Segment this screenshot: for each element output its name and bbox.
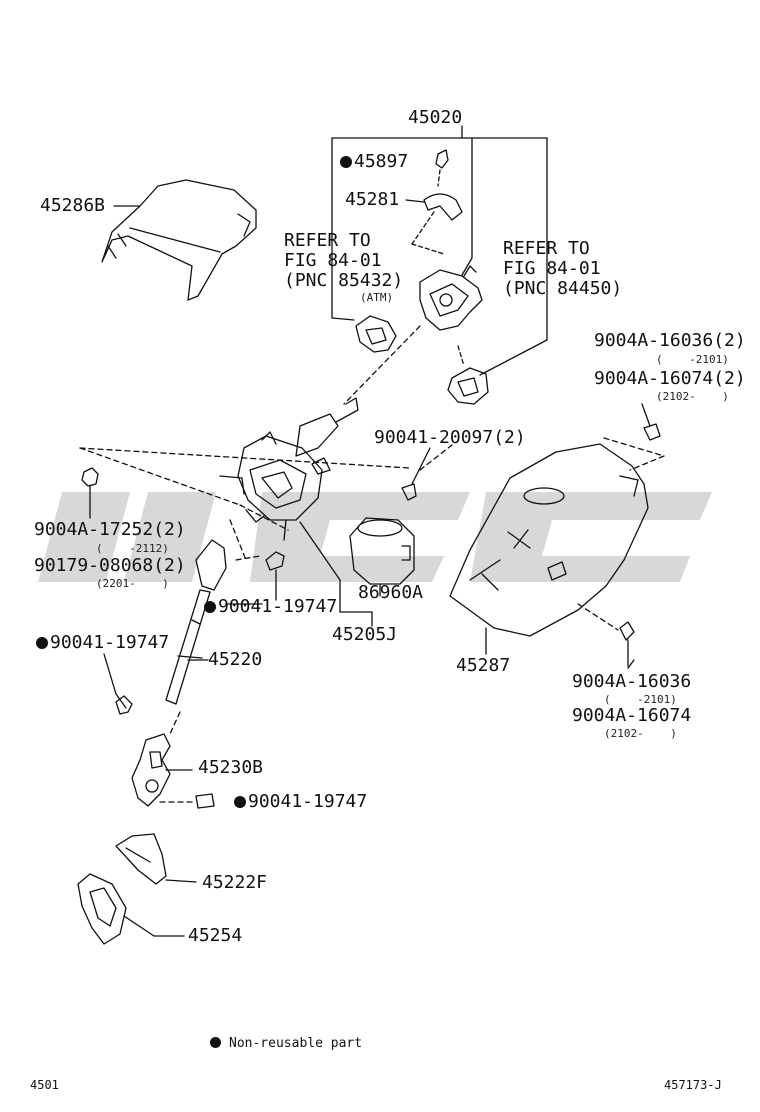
- label-45897-text: 45897: [354, 151, 409, 172]
- refer1-line1: REFER TO: [284, 230, 371, 251]
- label-9004a-17252: 9004A-17252(2): [34, 519, 186, 540]
- part-45220-intermediate-shaft: [165, 539, 227, 705]
- footer-page-number: 4501: [30, 1078, 59, 1092]
- label-45287: 45287: [456, 655, 511, 676]
- part-45897-screw: [435, 149, 449, 187]
- footer-figure-number: 457173-J: [664, 1078, 722, 1092]
- label-90179-08068: 90179-08068(2): [34, 555, 186, 576]
- label-9004a-16036: 9004A-16036: [572, 671, 692, 692]
- part-9004a-16036-screw-lower: [619, 621, 635, 667]
- label-90041-19747-b-text: 90041-19747: [50, 632, 170, 653]
- label-45205j: 45205J: [332, 624, 398, 645]
- legend-text: Non-reusable part: [229, 1036, 363, 1051]
- label-9004a-16074-2: 9004A-16074(2): [594, 368, 746, 389]
- refer2-line2: FIG 84-01: [503, 258, 601, 279]
- watermark-logo: [38, 492, 712, 582]
- non-reusable-dot-icon: [340, 156, 352, 168]
- refer2-line1: REFER TO: [503, 238, 590, 259]
- range-9004a-16036: ( -2101): [604, 693, 677, 706]
- non-reusable-dot-icon: [204, 601, 216, 613]
- part-45254-seal: [77, 873, 185, 945]
- label-45897: 45897: [340, 152, 408, 172]
- non-reusable-dot-icon: [210, 1037, 221, 1048]
- range-9004a-17252: ( -2112): [96, 542, 169, 555]
- label-90041-19747-a-text: 90041-19747: [218, 596, 338, 617]
- part-45230b-universal-joint: [131, 733, 193, 807]
- label-45230b: 45230B: [198, 757, 264, 778]
- part-45205j-column-assembly: [219, 397, 359, 541]
- range-9004a-16074-2: (2102- ): [656, 390, 729, 403]
- non-reusable-dot-icon: [234, 796, 246, 808]
- part-90041-19747-bolt-left: [103, 653, 133, 715]
- legend: Non-reusable part: [210, 1036, 362, 1051]
- part-9004a-16036-screw-upper: [643, 423, 661, 441]
- part-86960a-transponder: [349, 517, 415, 597]
- range-9004a-16036-2: ( -2101): [656, 353, 729, 366]
- label-9004a-16074: 9004A-16074: [572, 705, 692, 726]
- assembly-axis-line: [79, 325, 665, 803]
- part-90041-20097-bolt: [401, 447, 431, 501]
- range-9004a-16074: (2102- ): [604, 727, 677, 740]
- label-45281: 45281: [345, 189, 400, 210]
- part-84450-switch: [447, 345, 489, 405]
- label-45220: 45220: [208, 649, 263, 670]
- non-reusable-dot-icon: [36, 637, 48, 649]
- label-90041-19747-b: 90041-19747: [36, 633, 169, 653]
- label-90041-19747-c-text: 90041-19747: [248, 791, 368, 812]
- label-90041-19747-a: 90041-19747: [204, 597, 337, 617]
- label-45020: 45020: [408, 107, 463, 128]
- refer2-line3: (PNC 84450): [503, 278, 623, 299]
- label-90041-20097: 90041-20097(2): [374, 427, 526, 448]
- leader-lines: [177, 403, 651, 669]
- refer1-line2: FIG 84-01: [284, 250, 382, 271]
- label-45286b: 45286B: [40, 195, 106, 216]
- part-45287-lower-column-cover: [449, 443, 649, 655]
- label-45222f: 45222F: [202, 872, 268, 893]
- part-45286b-upper-column-cover: [101, 179, 257, 301]
- bracket-45205j: [299, 521, 373, 627]
- range-90179-08068: (2201- ): [96, 577, 169, 590]
- part-45222f-boot: [115, 833, 197, 885]
- bracket-45020: [331, 125, 548, 376]
- part-90041-19747-bolt-upper: [265, 551, 285, 601]
- part-85432-atm-switch: [355, 315, 397, 353]
- refer1-note: (ATM): [360, 291, 394, 304]
- part-45281-cylinder: [405, 193, 463, 255]
- part-9004a-17252-bolt: [81, 467, 99, 519]
- label-86960a: 86960A: [358, 582, 424, 603]
- label-45254: 45254: [188, 925, 243, 946]
- refer1-line3: (PNC 85432): [284, 270, 404, 291]
- part-90041-19747-bolt-lower: [195, 793, 215, 809]
- part-ignition-switch-assembly: [419, 265, 483, 331]
- label-9004a-16036-2: 9004A-16036(2): [594, 330, 746, 351]
- label-90041-19747-c: 90041-19747: [234, 792, 367, 812]
